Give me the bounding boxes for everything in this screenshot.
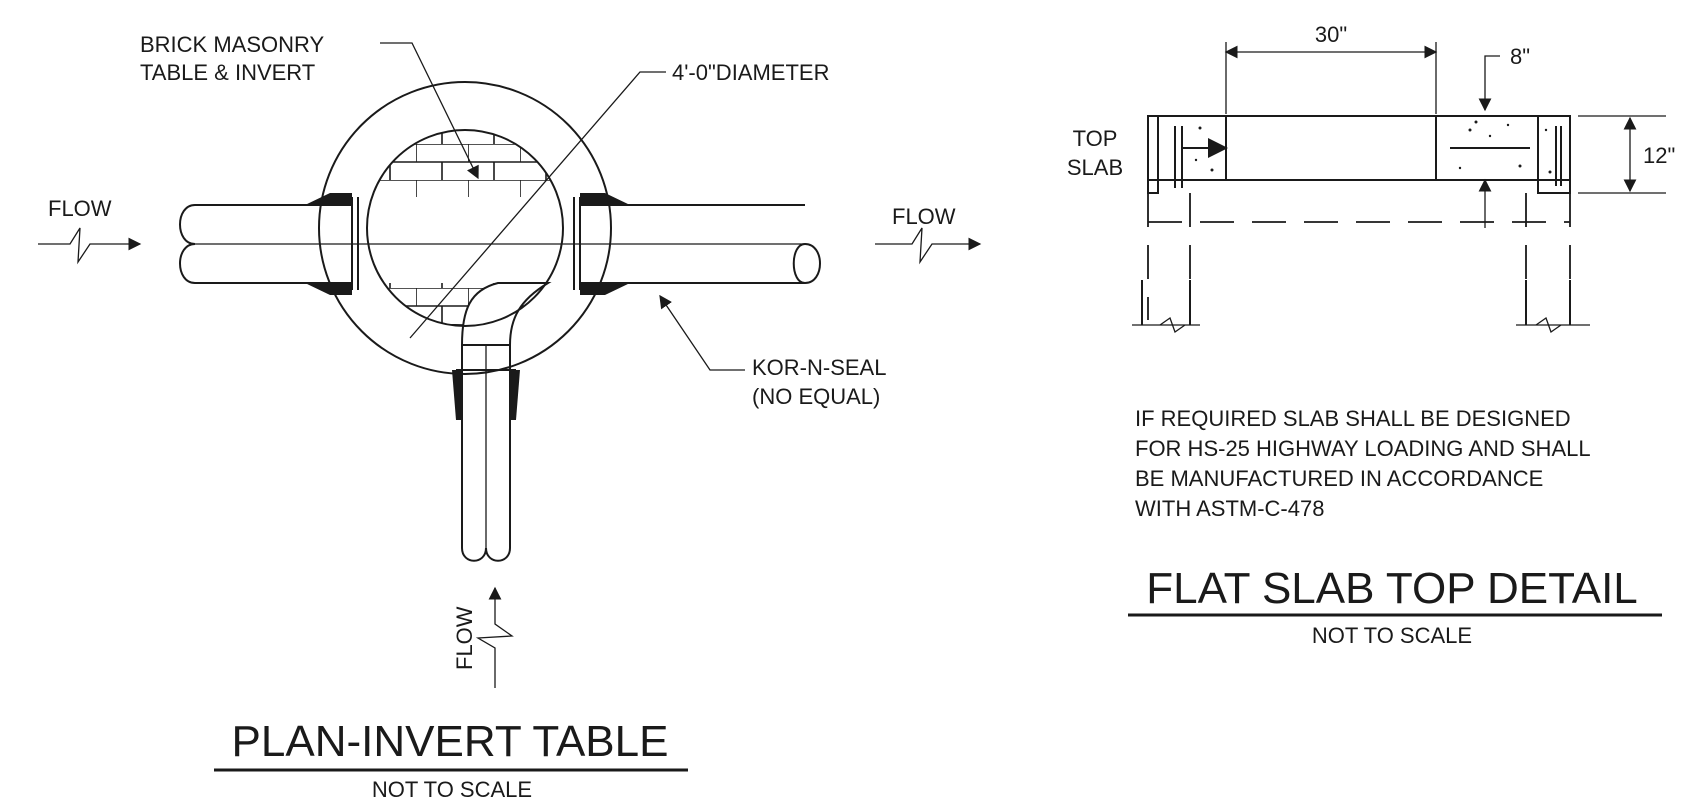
flow-right-label: FLOW: [892, 204, 956, 229]
flow-bottom-label: FLOW: [452, 606, 477, 670]
dim-thickness-label: 12": [1643, 143, 1675, 168]
dim-thickness: [1578, 115, 1666, 194]
flat-slab-top-detail-drawing: 30" 8" 12" TOP SLAB IF REQUIRED SLAB SHA…: [1067, 22, 1675, 648]
seal-label-line1: KOR-N-SEAL: [752, 355, 886, 380]
note-line: WITH ASTM-C-478: [1135, 496, 1324, 521]
slab-note: IF REQUIRED SLAB SHALL BE DESIGNED FOR H…: [1135, 406, 1591, 521]
slab-title: FLAT SLAB TOP DETAIL: [1146, 564, 1638, 613]
diameter-label: 4'-0"DIAMETER: [672, 60, 829, 85]
diameter-leader-line: [409, 71, 666, 339]
seal-label-line2: (NO EQUAL): [752, 384, 880, 409]
slab-outline: [1147, 115, 1571, 194]
brick-label-line1: BRICK MASONRY: [140, 32, 325, 57]
top-slab-label-line1: TOP: [1073, 126, 1118, 151]
note-line: IF REQUIRED SLAB SHALL BE DESIGNED: [1135, 406, 1571, 431]
flow-right-symbol: [875, 227, 982, 265]
concrete-stipple: [1194, 120, 1552, 174]
note-line: FOR HS-25 HIGHWAY LOADING AND SHALL: [1135, 436, 1591, 461]
invert-channel: [350, 197, 580, 283]
main-pipe: [179, 193, 821, 295]
flow-left-label: FLOW: [48, 196, 112, 221]
brick-label-line2: TABLE & INVERT: [140, 60, 315, 85]
manhole-inner-wall: [366, 129, 564, 327]
flow-left-symbol: [38, 227, 142, 265]
dim-edge: [1478, 55, 1500, 228]
plan-subtitle: NOT TO SCALE: [372, 777, 532, 802]
slab-right-block: [1435, 115, 1571, 181]
note-line: BE MANUFACTURED IN ACCORDANCE: [1135, 466, 1543, 491]
seal-leader-line: [659, 294, 745, 371]
brick-leader-line: [380, 42, 479, 180]
flow-bottom-symbol: [475, 586, 514, 688]
plan-title: PLAN-INVERT TABLE: [232, 717, 669, 766]
plan-invert-table-drawing: BRICK MASONRY TABLE & INVERT 4'-0"DIAMET…: [38, 32, 982, 802]
branch-pipe: [452, 345, 520, 562]
dim-edge-label: 8": [1510, 44, 1530, 69]
slab-subtitle: NOT TO SCALE: [1312, 623, 1472, 648]
top-slab-label-line2: SLAB: [1067, 155, 1123, 180]
dim-opening: [1224, 42, 1438, 114]
manhole-outer-wall: [318, 81, 612, 375]
dim-opening-label: 30": [1315, 22, 1347, 47]
